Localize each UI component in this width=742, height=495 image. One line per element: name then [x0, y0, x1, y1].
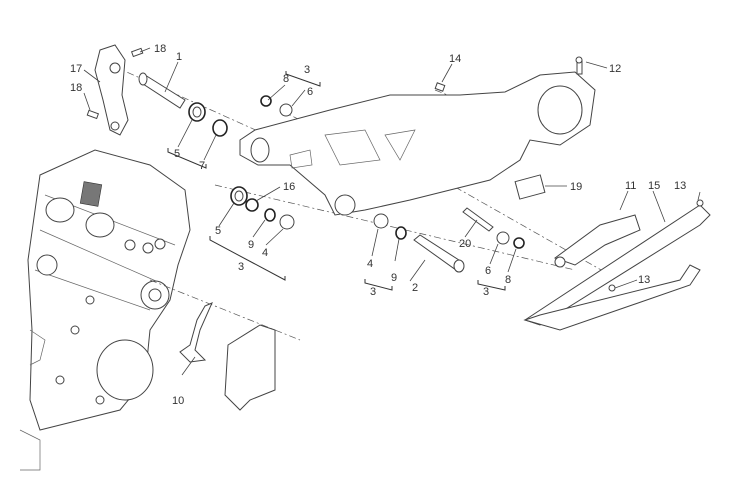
kit-bracket-lower-left: [209, 236, 286, 281]
callout-10: 10: [172, 395, 184, 407]
callout-labels: 1 2 3 3 3 3 4 4 5 5 6 6 7 8 8 9 9 10 11 …: [70, 43, 686, 407]
callout-5-lower: 5: [215, 225, 221, 237]
part-17-bracket: [94, 44, 129, 136]
callout-14: 14: [449, 53, 461, 65]
part-1-shaft: [138, 72, 186, 109]
callout-16: 16: [283, 181, 295, 193]
leader-lines: [83, 47, 701, 376]
part-5-seal-lower: [230, 186, 248, 206]
callout-1: 1: [176, 51, 182, 63]
part-14-grease-nipple: [434, 82, 446, 92]
callout-17: 17: [70, 63, 82, 75]
part-18-screw-upper: [130, 47, 144, 58]
part-20-spacer: [462, 207, 494, 232]
part-19-label: [514, 174, 546, 200]
part-4-bearing-right: [373, 213, 389, 229]
part-5-seal-upper: [188, 102, 206, 122]
callout-9-right: 9: [391, 272, 397, 284]
part-10-bracket: [179, 302, 213, 363]
callout-3-left: 3: [238, 261, 244, 273]
callout-4-right: 4: [367, 258, 373, 270]
kit-bracket-upper-left: [167, 148, 207, 169]
callout-2: 2: [412, 282, 418, 294]
callout-12: 12: [609, 63, 621, 75]
part-7-bushing: [212, 119, 228, 137]
callout-4-left: 4: [262, 247, 268, 259]
callout-13-upper: 13: [674, 180, 686, 192]
callout-15: 15: [648, 180, 660, 192]
part-9-washer-left: [264, 208, 276, 222]
part-8-ring-upper: [260, 95, 272, 107]
callout-7: 7: [199, 160, 205, 172]
callout-8-upper: 8: [283, 73, 289, 85]
callout-3-upper: 3: [304, 64, 310, 76]
part-6-bushing-right: [496, 231, 510, 245]
callout-13-lower: 13: [638, 274, 650, 286]
part-11-bracket: [553, 214, 641, 268]
callout-11: 11: [625, 180, 636, 192]
part-13-screw-lower: [608, 284, 616, 292]
part-4-bearing-left: [279, 214, 295, 230]
callout-8-lower: 8: [505, 274, 511, 286]
part-16-spacer: [245, 198, 259, 212]
part-8-ring-right: [513, 237, 525, 249]
callout-3-mid: 3: [370, 286, 376, 298]
kit-bracket-lower-mid: [364, 279, 393, 291]
callout-18-lower: 18: [70, 82, 82, 94]
callout-20: 20: [459, 238, 471, 250]
part-18-screw-lower: [86, 109, 100, 120]
part-15-chain-slider: [523, 204, 711, 331]
callout-6-upper: 6: [307, 86, 313, 98]
part-2-shaft: [413, 234, 465, 273]
callout-9-left: 9: [248, 239, 254, 251]
kit-bracket-upper-mid: [285, 71, 321, 87]
callout-3-right: 3: [483, 286, 489, 298]
callout-5-upper: 5: [174, 148, 180, 160]
kit-bracket-lower-right: [477, 280, 506, 291]
part-13-screw-upper: [696, 199, 704, 207]
part-12-screw: [575, 56, 583, 75]
part-9-washer-right: [395, 226, 407, 240]
callout-18-upper: 18: [154, 43, 166, 55]
sprocket-cover: [224, 324, 276, 411]
callout-6-lower: 6: [485, 265, 491, 277]
part-6-bushing-upper: [279, 103, 293, 117]
callout-19: 19: [570, 181, 582, 193]
engine-illustration: [19, 149, 191, 471]
swingarm: [239, 71, 596, 216]
